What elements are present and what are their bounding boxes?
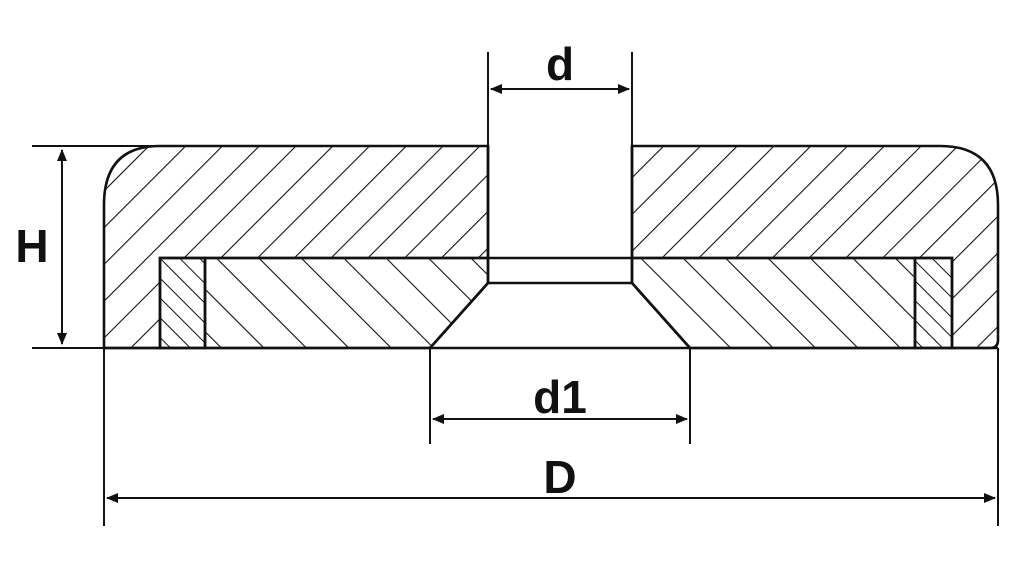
dimension-hole-diameter: d (487, 38, 633, 146)
ring-left-section (158, 256, 207, 350)
dimension-countersink-diameter: d1 (429, 348, 691, 444)
dimension-outer-diameter: D (103, 348, 999, 526)
outer-diameter-label: D (543, 451, 576, 503)
magnet-left-section (203, 256, 490, 350)
hole-diameter-label: d (546, 38, 574, 90)
height-label: H (15, 220, 48, 272)
magnet-right-section (630, 256, 917, 350)
ring-right-section (913, 256, 954, 350)
bore-outline (429, 146, 691, 349)
dimension-height: H (15, 145, 488, 349)
countersink-diameter-label: d1 (533, 371, 587, 423)
